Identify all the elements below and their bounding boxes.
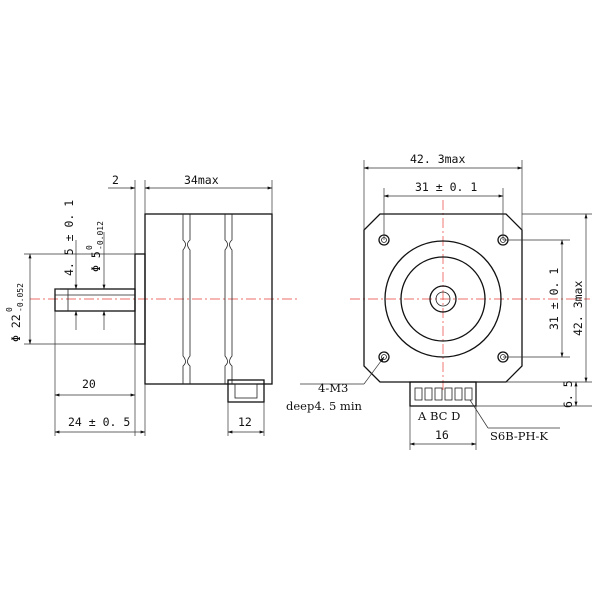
connector-pin: [434, 387, 443, 401]
stator-seam-right: [224, 214, 228, 384]
side-connector-inner: [234, 383, 258, 399]
mount-leader: [363, 356, 385, 385]
connector-pin: [444, 387, 453, 401]
body-length-label: 34max: [184, 173, 219, 187]
shaft-tol-lower: -0.012: [96, 221, 105, 250]
flat-label: 4. 5 ± 0. 1: [62, 200, 76, 276]
connector-pin: [424, 387, 433, 401]
stator-seam-right-2: [229, 214, 233, 384]
connector-pin: [414, 387, 423, 401]
connector-pitch-label: 16: [435, 428, 449, 442]
hole-spacing-h-label: 31 ± 0. 1: [415, 180, 477, 194]
hole-spacing-v-text: 31 ± 0. 1: [547, 268, 561, 330]
boss-tol-upper: 0: [5, 307, 14, 312]
boss-circle: [400, 256, 486, 342]
connector-width-label: 12: [238, 415, 252, 429]
front-height-text: 42. 3max: [571, 281, 585, 336]
shaft-tol-upper: 0: [85, 245, 94, 250]
shaft: [54, 288, 136, 312]
connector-leader: [469, 399, 489, 429]
connector-part-label: S6B-PH-K: [490, 429, 548, 443]
connector-pin: [454, 387, 463, 401]
shaft-circle: [429, 285, 457, 313]
front-height-label: 42. 3max: [571, 281, 585, 336]
stator-seam-left: [182, 214, 186, 384]
connector-pin: [464, 387, 473, 401]
boss-diameter-text: Φ 22 0 -0.052: [5, 283, 25, 342]
shaft-diameter-text: Φ 5 0 -0.012: [85, 221, 105, 272]
overall-shaft-label: 24 ± 0. 5: [68, 415, 130, 429]
front-width-label: 42. 3max: [410, 152, 465, 166]
side-view: 2 34max 20 24 ± 0. 5 12 Φ 22 0 -0.052 4.…: [5, 173, 300, 436]
connector-height-text: 6. 5: [561, 380, 575, 408]
pin-labels: A BC D: [417, 409, 460, 423]
shaft-length-label: 20: [82, 377, 96, 391]
stator-seam-left-2: [187, 214, 191, 384]
mount-depth-label: deep4. 5 min: [286, 399, 363, 413]
mount-holes-label: 4-M3: [318, 381, 348, 395]
connector-height-label: 6. 5: [561, 380, 575, 408]
shaft-core: [435, 291, 451, 307]
flat-text: 4. 5 ± 0. 1: [62, 200, 76, 276]
front-connector: [409, 381, 477, 407]
hole-spacing-v-label: 31 ± 0. 1: [547, 268, 561, 330]
connector-pins: [414, 387, 473, 401]
boss-tol-lower: -0.052: [16, 283, 25, 312]
flange-label: 2: [112, 173, 119, 187]
side-connector: [227, 379, 265, 403]
shaft-diameter-label: Φ 5: [89, 251, 103, 272]
outer-ring: [384, 240, 502, 358]
boss-diameter-label: Φ 22: [9, 314, 23, 342]
front-view: A BC D 42. 3max 31 ± 0. 1 31 ± 0. 1 42. …: [286, 152, 592, 450]
